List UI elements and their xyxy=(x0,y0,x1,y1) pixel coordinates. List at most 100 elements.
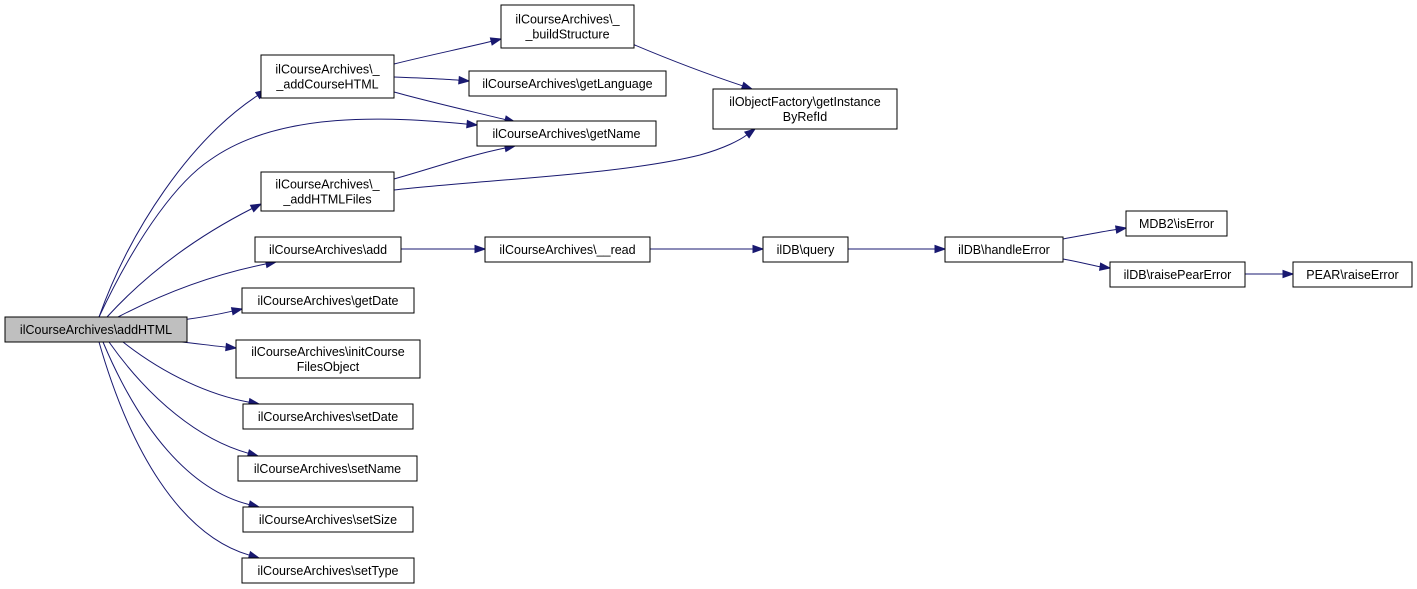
edge-line xyxy=(181,341,227,348)
edge-line xyxy=(98,118,468,318)
node-label: ilDB\handleError xyxy=(958,243,1050,257)
node-add[interactable]: ilCourseArchives\add xyxy=(254,236,402,263)
edge-add-to-read xyxy=(401,244,487,254)
node-label: MDB2\isError xyxy=(1139,217,1214,231)
node-box xyxy=(476,120,657,147)
node-label: FilesObject xyxy=(297,360,360,374)
edge-addCourseHTML-to-getLanguage xyxy=(393,75,471,85)
edge-root-to-addHTMLFiles xyxy=(106,203,263,318)
node-buildStructure[interactable]: ilCourseArchives\__buildStructure xyxy=(500,4,635,49)
node-box xyxy=(712,88,898,130)
node-label: ByRefId xyxy=(783,110,828,124)
edge-root-to-getName xyxy=(98,118,479,318)
node-box xyxy=(4,316,188,343)
node-addHTMLFiles[interactable]: ilCourseArchives\__addHTMLFiles xyxy=(260,171,395,212)
arrowhead-icon xyxy=(225,342,238,352)
edge-line xyxy=(393,40,492,65)
node-box xyxy=(944,236,1064,263)
arrowhead-icon xyxy=(1099,262,1112,271)
arrowhead-icon xyxy=(743,128,757,139)
node-label: ilCourseArchives\_ xyxy=(275,178,380,192)
node-box xyxy=(484,236,651,263)
node-setName[interactable]: ilCourseArchives\setName xyxy=(237,455,418,482)
node-label: _addCourseHTML xyxy=(275,78,378,92)
edge-line xyxy=(108,341,249,454)
edge-line xyxy=(117,263,267,318)
arrowhead-icon xyxy=(1282,269,1295,279)
arrowhead-icon xyxy=(458,75,471,85)
node-box xyxy=(242,403,414,430)
edge-handleError-to-raisePearError xyxy=(1062,258,1112,271)
node-box xyxy=(237,455,418,482)
edge-addCourseHTML-to-getName xyxy=(393,91,517,124)
edge-line xyxy=(393,147,506,180)
edge-query-to-handleError xyxy=(848,244,947,254)
node-isError[interactable]: MDB2\isError xyxy=(1125,210,1228,237)
edge-read-to-query xyxy=(650,244,765,254)
edge-root-to-setType xyxy=(98,341,261,560)
arrowhead-icon xyxy=(489,37,503,46)
node-raisePearError[interactable]: ilDB\raisePearError xyxy=(1109,261,1246,288)
node-box xyxy=(260,54,395,99)
edge-line xyxy=(1062,229,1117,240)
arrowhead-icon xyxy=(740,81,754,90)
node-getName[interactable]: ilCourseArchives\getName xyxy=(476,120,657,147)
node-box xyxy=(762,236,849,263)
edge-line xyxy=(122,341,250,403)
node-handleError[interactable]: ilDB\handleError xyxy=(944,236,1064,263)
edge-line xyxy=(1062,258,1101,268)
node-label: ilCourseArchives\setType xyxy=(257,564,398,578)
node-box xyxy=(242,506,414,533)
node-label: ilDB\query xyxy=(777,243,835,257)
node-box xyxy=(1292,261,1413,288)
node-box xyxy=(254,236,402,263)
node-box xyxy=(260,171,395,212)
edge-line xyxy=(98,341,250,556)
root-node-root[interactable]: ilCourseArchives\addHTML xyxy=(4,316,188,343)
node-box xyxy=(235,339,421,379)
arrowhead-icon xyxy=(474,244,487,254)
node-label: ilObjectFactory\getInstance xyxy=(729,95,881,109)
node-setType[interactable]: ilCourseArchives\setType xyxy=(241,557,415,584)
edge-line xyxy=(393,76,460,81)
node-label: ilCourseArchives\__read xyxy=(499,243,635,257)
node-label: ilCourseArchives\getName xyxy=(493,127,641,141)
node-label: PEAR\raiseError xyxy=(1306,268,1398,282)
edge-line xyxy=(102,341,250,506)
node-label: _addHTMLFiles xyxy=(282,193,371,207)
node-addCourseHTML[interactable]: ilCourseArchives\__addCourseHTML xyxy=(260,54,395,99)
node-label: ilCourseArchives\setName xyxy=(254,462,401,476)
node-label: ilCourseArchives\_ xyxy=(515,13,620,27)
arrowhead-icon xyxy=(249,203,263,213)
node-label: ilCourseArchives\setDate xyxy=(258,410,398,424)
node-label: ilCourseArchives\getDate xyxy=(257,294,398,308)
node-label: ilCourseArchives\_ xyxy=(275,63,380,77)
node-box xyxy=(241,557,415,584)
edge-root-to-initCourse xyxy=(181,341,238,352)
arrowhead-icon xyxy=(466,119,479,129)
edge-line xyxy=(106,208,253,318)
node-read[interactable]: ilCourseArchives\__read xyxy=(484,236,651,263)
edge-line xyxy=(98,95,258,318)
node-label: ilCourseArchives\add xyxy=(269,243,387,257)
node-setDate[interactable]: ilCourseArchives\setDate xyxy=(242,403,414,430)
node-getDate[interactable]: ilCourseArchives\getDate xyxy=(241,287,415,314)
edge-addHTMLFiles-to-getName xyxy=(393,143,517,180)
node-query[interactable]: ilDB\query xyxy=(762,236,849,263)
node-label: ilCourseArchives\getLanguage xyxy=(482,77,652,91)
node-raiseError[interactable]: PEAR\raiseError xyxy=(1292,261,1413,288)
node-box xyxy=(1109,261,1246,288)
node-getLanguage[interactable]: ilCourseArchives\getLanguage xyxy=(468,70,667,97)
node-box xyxy=(241,287,415,314)
node-label: ilCourseArchives\setSize xyxy=(259,513,397,527)
edge-handleError-to-isError xyxy=(1062,225,1128,240)
arrowhead-icon xyxy=(1114,225,1128,234)
node-box xyxy=(1125,210,1228,237)
node-box xyxy=(468,70,667,97)
node-label: ilDB\raisePearError xyxy=(1124,268,1232,282)
edge-addHTMLFiles-to-getInstance xyxy=(393,128,757,191)
node-setSize[interactable]: ilCourseArchives\setSize xyxy=(242,506,414,533)
edge-root-to-getDate xyxy=(181,307,244,321)
